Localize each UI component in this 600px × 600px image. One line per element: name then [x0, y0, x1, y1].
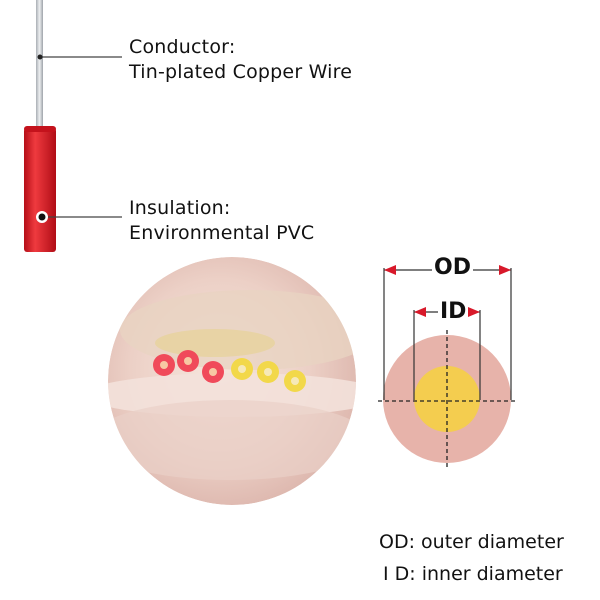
- yellow-wire-end-1: [231, 358, 253, 380]
- insulation-callout: Insulation: Environmental PVC: [129, 196, 314, 246]
- insulation-title: Insulation:: [129, 197, 231, 219]
- conductor-marker-dot: [37, 54, 43, 60]
- conductor-wire: [36, 0, 43, 132]
- legend-od: OD: outer diameter: [379, 531, 564, 553]
- red-wire-end-2: [177, 350, 199, 372]
- inner-core-circle: [414, 366, 480, 432]
- id-right-arrow: [468, 307, 480, 317]
- od-label: OD: [432, 255, 473, 280]
- conductor-title: Conductor:: [129, 36, 236, 58]
- cross-section-diagram: [378, 265, 518, 468]
- id-left-arrow: [414, 307, 426, 317]
- insulation-sleeve: [24, 128, 56, 252]
- closeup-photo: [108, 257, 356, 505]
- id-label: ID: [438, 299, 469, 324]
- yellow-wire-end-3: [284, 370, 306, 392]
- conductor-callout: Conductor: Tin-plated Copper Wire: [129, 35, 352, 85]
- yellow-wire-end-2: [257, 361, 279, 383]
- legend-id: I D: inner diameter: [383, 563, 563, 585]
- conductor-description: Tin-plated Copper Wire: [129, 61, 353, 83]
- red-wire-end-3: [202, 361, 224, 383]
- od-right-arrow: [499, 265, 511, 275]
- insulation-description: Environmental PVC: [129, 222, 315, 244]
- od-left-arrow: [384, 265, 396, 275]
- red-wire-end-1: [153, 354, 175, 376]
